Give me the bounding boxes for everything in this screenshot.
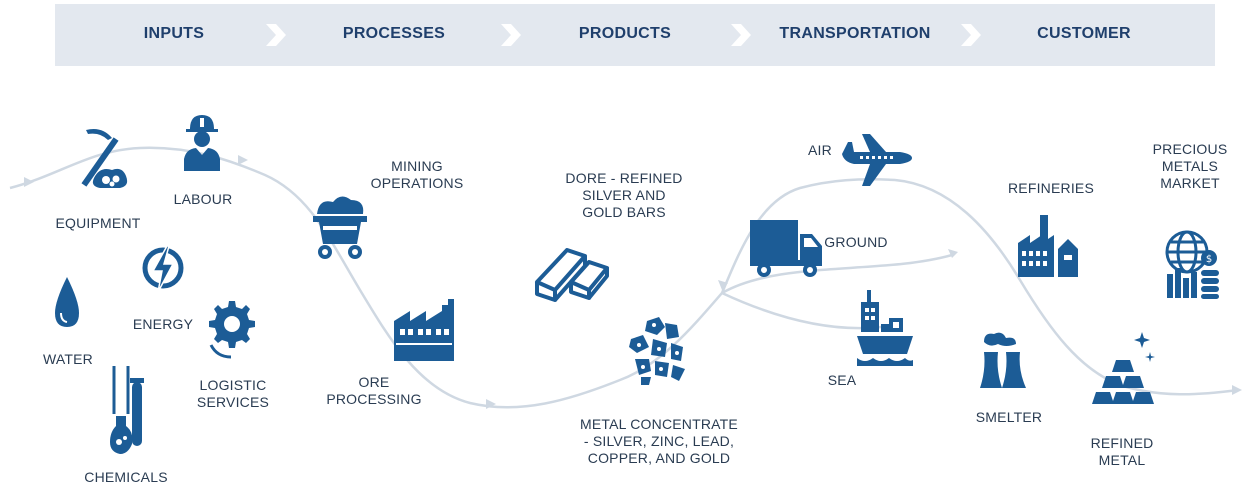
label-labour: LABOUR [173,191,233,207]
airplane-icon [842,134,912,186]
label-mining: MINING OPERATIONS [370,158,464,191]
ship-icon [857,290,913,366]
truck-icon [750,220,822,277]
chevron-right-icon [731,24,751,46]
svg-text:$: $ [1206,254,1212,265]
label-chemicals: CHEMICALS [84,469,168,485]
label-refineries: REFINERIES [1007,180,1095,196]
water-drop-icon [55,277,79,327]
label-ore: ORE PROCESSING [326,374,422,407]
mine-cart-icon [313,196,367,259]
label-market: PRECIOUS METALS MARKET [1152,141,1228,191]
stage-transportation: TRANSPORTATION [779,25,931,42]
stage-products: PRODUCTS [578,25,672,42]
market-globe-icon: $ [1165,230,1219,299]
label-dore: DORE - REFINED SILVER AND GOLD BARS [565,170,683,220]
factory-icon [394,299,454,361]
stage-inputs: INPUTS [143,25,205,42]
pickaxe-icon [81,129,128,188]
gears-icon [209,301,255,359]
label-energy: ENERGY [132,316,194,332]
smelter-towers-icon [980,332,1026,388]
chevron-right-icon [501,24,521,46]
chevron-right-icon [961,24,981,46]
label-ground: GROUND [824,234,888,250]
energy-bolt-icon [142,245,184,293]
label-concentrate: METAL CONCENTRATE - SILVER, ZINC, LEAD, … [580,416,738,466]
label-refined: REFINED METAL [1090,435,1154,468]
label-equipment: EQUIPMENT [55,215,141,231]
refinery-factory-icon [1018,215,1078,277]
ore-rocks-icon [629,317,685,385]
label-smelter: SMELTER [975,409,1043,425]
label-water: WATER [43,351,93,367]
chevron-right-icon [266,24,286,46]
worker-icon [184,115,220,171]
stage-customer: CUSTOMER [1037,25,1131,42]
stage-processes: PROCESSES [342,25,446,42]
label-logistic: LOGISTIC SERVICES [196,377,270,410]
chemicals-icon [110,366,144,454]
label-air: AIR [808,142,832,158]
gold-bars-icon [535,248,609,302]
label-sea: SEA [827,372,857,388]
ingots-stack-icon [1092,332,1155,404]
stage-header-band [55,4,1215,66]
